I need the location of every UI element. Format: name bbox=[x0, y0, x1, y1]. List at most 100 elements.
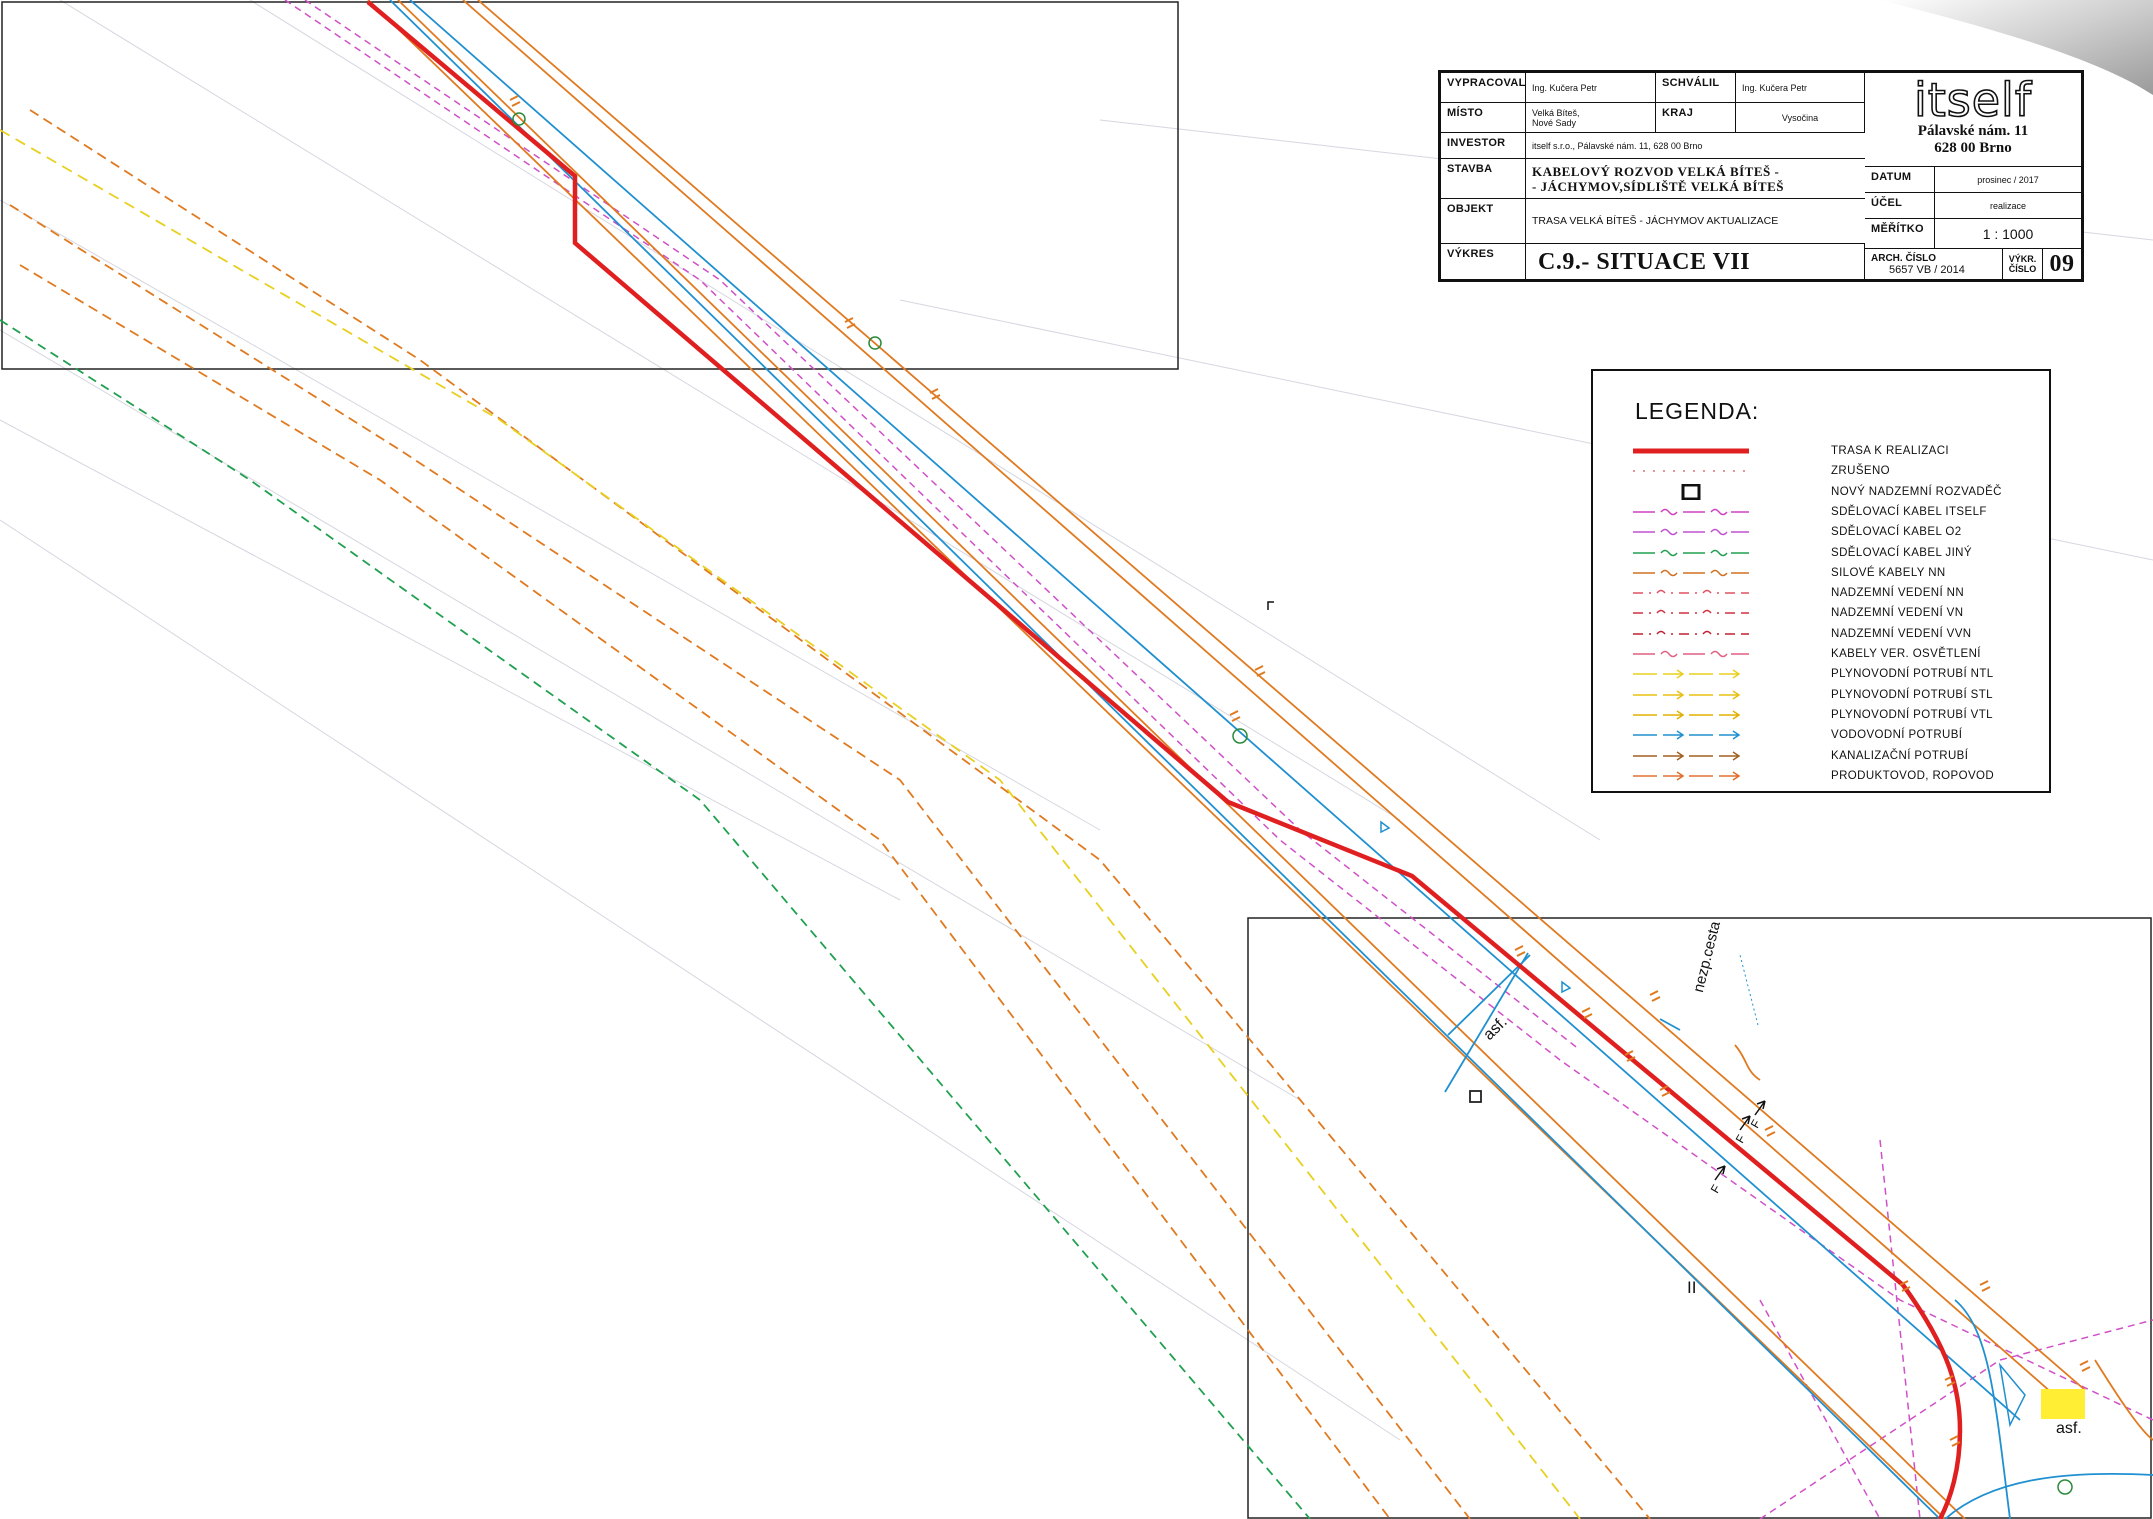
investor-label: INVESTOR bbox=[1441, 133, 1526, 158]
kraj-label: KRAJ bbox=[1656, 103, 1736, 132]
legend-label: PLYNOVODNÍ POTRUBÍ VTL bbox=[1831, 708, 1993, 721]
vykr-cislo-label-2: ČÍSLO bbox=[2008, 264, 2037, 274]
legend-label: KABELY VER. OSVĚTLENÍ bbox=[1831, 648, 1981, 660]
schvalil-value: Ing. Kučera Petr bbox=[1736, 73, 1865, 102]
pink-telecom bbox=[284, 0, 2153, 1519]
legend-symbol bbox=[1633, 508, 1749, 516]
legend-item: NADZEMNÍ VEDENÍ VN bbox=[1631, 603, 2041, 623]
legend-item: NADZEMNÍ VEDENÍ VVN bbox=[1631, 624, 2041, 644]
misto-value-2: Nové Sady bbox=[1532, 117, 1577, 128]
legend-symbol bbox=[1633, 750, 1741, 761]
arch-label: ARCH. ČÍSLO bbox=[1871, 252, 1936, 264]
legend-label: NADZEMNÍ VEDENÍ VVN bbox=[1831, 627, 1972, 640]
yellow-sticky-note bbox=[2041, 1389, 2085, 1419]
legend-item: PRODUKTOVOD, ROPOVOD bbox=[1631, 766, 2041, 786]
route-markers bbox=[509, 95, 2091, 1447]
vykr-cislo-value: 09 bbox=[2049, 250, 2075, 277]
legend-item: NADZEMNÍ VEDENÍ NN bbox=[1631, 583, 2041, 603]
tb-row-objekt: OBJEKT TRASA VELKÁ BÍTEŠ - JÁCHYMOV AKTU… bbox=[1441, 199, 1865, 244]
legend-symbol bbox=[1633, 448, 1749, 454]
vypracoval-label: VYPRACOVAL bbox=[1441, 73, 1526, 102]
legend-label: SDĚLOVACÍ KABEL O2 bbox=[1831, 526, 1962, 539]
misto-value-1: Velká Bíteš, bbox=[1532, 107, 1580, 118]
legend-label: SDĚLOVACÍ KABEL ITSELF bbox=[1831, 505, 1987, 518]
objekt-value: TRASA VELKÁ BÍTEŠ - JÁCHYMOV AKTUALIZACE bbox=[1532, 215, 1779, 227]
legend-item: SILOVÉ KABELY NN bbox=[1631, 563, 2041, 583]
legend-symbol bbox=[1633, 470, 1749, 473]
r-mark-line bbox=[1267, 601, 1274, 610]
tb-row-stavba: STAVBA KABELOVÝ ROZVOD VELKÁ BÍTEŠ - - J… bbox=[1441, 159, 1865, 199]
legend-symbol bbox=[1633, 730, 1741, 740]
legend-symbol bbox=[1633, 549, 1749, 556]
f-arrows bbox=[1714, 1100, 1766, 1181]
box-symbols bbox=[1469, 1090, 1482, 1103]
vykr-cislo-label-1: VÝKR. bbox=[2008, 254, 2037, 264]
yellow-gas bbox=[0, 129, 1581, 1519]
kraj-value: Vysočina bbox=[1736, 103, 1865, 132]
tb-row-investor: INVESTOR itself s.r.o., Pálavské nám. 11… bbox=[1441, 133, 1865, 159]
legend-label: NOVÝ NADZEMNÍ ROZVADĚČ bbox=[1831, 485, 2002, 498]
vypracoval-value: Ing. Kučera Petr bbox=[1526, 73, 1656, 102]
company-address-1: Pálavské nám. 11 bbox=[1917, 123, 2029, 139]
legend-symbol bbox=[1633, 589, 1749, 594]
legend-symbol bbox=[1633, 669, 1741, 679]
datum-value: prosinec / 2017 bbox=[1977, 174, 2039, 185]
legend-label: NADZEMNÍ VEDENÍ NN bbox=[1831, 587, 1965, 600]
meritko-label: MĚŘÍTKO bbox=[1865, 219, 1935, 248]
company-logo-block: itself Pálavské nám. 11 628 00 Brno bbox=[1865, 73, 2081, 167]
green-cable bbox=[0, 319, 1311, 1519]
stavba-label: STAVBA bbox=[1441, 159, 1526, 198]
label-asf-2: asf. bbox=[2056, 1420, 2082, 1437]
vykr-cislo-label: VÝKR. ČÍSLO bbox=[2003, 249, 2043, 279]
legend-title: LEGENDA: bbox=[1635, 398, 1760, 424]
datum-label: DATUM bbox=[1865, 167, 1935, 192]
legend-symbol bbox=[1633, 710, 1741, 720]
legend-item: ZRUŠENO bbox=[1631, 461, 2041, 481]
arch-cell: ARCH. ČÍSLO 5657 VB / 2014 bbox=[1865, 249, 2003, 279]
water-lines bbox=[389, 0, 2153, 1519]
legend-label: KANALIZAČNÍ POTRUBÍ bbox=[1831, 749, 1969, 762]
legend-symbol bbox=[1633, 689, 1741, 700]
legend-symbol bbox=[1633, 630, 1749, 635]
company-address-2: 628 00 Brno bbox=[1934, 140, 2012, 156]
legend-label: PLYNOVODNÍ POTRUBÍ NTL bbox=[1831, 668, 1994, 681]
legend: LEGENDA: TRASA K REALIZACI ZRUŠENO NOVÝ NA… bbox=[1591, 369, 2051, 793]
ucel-value: realizace bbox=[1989, 200, 2027, 211]
legend-item: SDĚLOVACÍ KABEL ITSELF bbox=[1631, 502, 2041, 522]
legend-item: PLYNOVODNÍ POTRUBÍ STL bbox=[1631, 685, 2041, 705]
tb-row-vypracoval: VYPRACOVAL Ing. Kučera Petr SCHVÁLIL Ing… bbox=[1441, 73, 1865, 103]
vykres-label: VÝKRES bbox=[1441, 244, 1526, 279]
tb-row-vykres: VÝKRES C.9.- SITUACE VII bbox=[1441, 244, 1865, 279]
legend-symbol bbox=[1633, 771, 1741, 781]
legend-label: SILOVÉ KABELY NN bbox=[1831, 566, 1946, 579]
legend-item: NOVÝ NADZEMNÍ ROZVADĚČ bbox=[1631, 482, 2041, 502]
stavba-value-1: KABELOVÝ ROZVOD VELKÁ BÍTEŠ - bbox=[1532, 163, 1780, 179]
legend-symbol bbox=[1633, 528, 1749, 536]
legend-item: PLYNOVODNÍ POTRUBÍ NTL bbox=[1631, 664, 2041, 684]
legend-label: VODOVODNÍ POTRUBÍ bbox=[1831, 729, 1963, 742]
misto-label: MÍSTO bbox=[1441, 103, 1526, 132]
legend-label: PRODUKTOVOD, ROPOVOD bbox=[1831, 769, 1995, 782]
stavba-value-2: - JÁCHYMOV,SÍDLIŠTĚ VELKÁ BÍTEŠ bbox=[1532, 178, 1784, 194]
legend-label: TRASA K REALIZACI bbox=[1831, 445, 1949, 457]
legend-symbol bbox=[1633, 650, 1749, 658]
legend-item: SDĚLOVACÍ KABEL O2 bbox=[1631, 522, 2041, 542]
legend-item: KABELY VER. OSVĚTLENÍ bbox=[1631, 644, 2041, 664]
legend-label: NADZEMNÍ VEDENÍ VN bbox=[1831, 607, 1964, 620]
orange-cables bbox=[9, 109, 1651, 1519]
legend-label: ZRUŠENO bbox=[1831, 465, 1891, 478]
title-block: VYPRACOVAL Ing. Kučera Petr SCHVÁLIL Ing… bbox=[1438, 70, 2084, 282]
legend-item: KANALIZAČNÍ POTRUBÍ bbox=[1631, 746, 2041, 766]
nezp-cesta-line bbox=[1739, 954, 1759, 1026]
map-symbols bbox=[512, 112, 2073, 1495]
legend-item: VODOVODNÍ POTRUBÍ bbox=[1631, 725, 2041, 745]
tb-row-ucel: ÚČEL realizace bbox=[1865, 193, 2081, 219]
vykres-value: C.9.- SITUACE VII bbox=[1526, 244, 1865, 279]
legend-symbol bbox=[1633, 610, 1749, 615]
blue-triangles bbox=[1380, 820, 2026, 1428]
legend-label: PLYNOVODNÍ POTRUBÍ STL bbox=[1831, 688, 1993, 701]
label-ii-mark: II bbox=[1687, 1278, 1697, 1297]
stavba-value: KABELOVÝ ROZVOD VELKÁ BÍTEŠ - - JÁCHYMOV… bbox=[1526, 159, 1865, 198]
